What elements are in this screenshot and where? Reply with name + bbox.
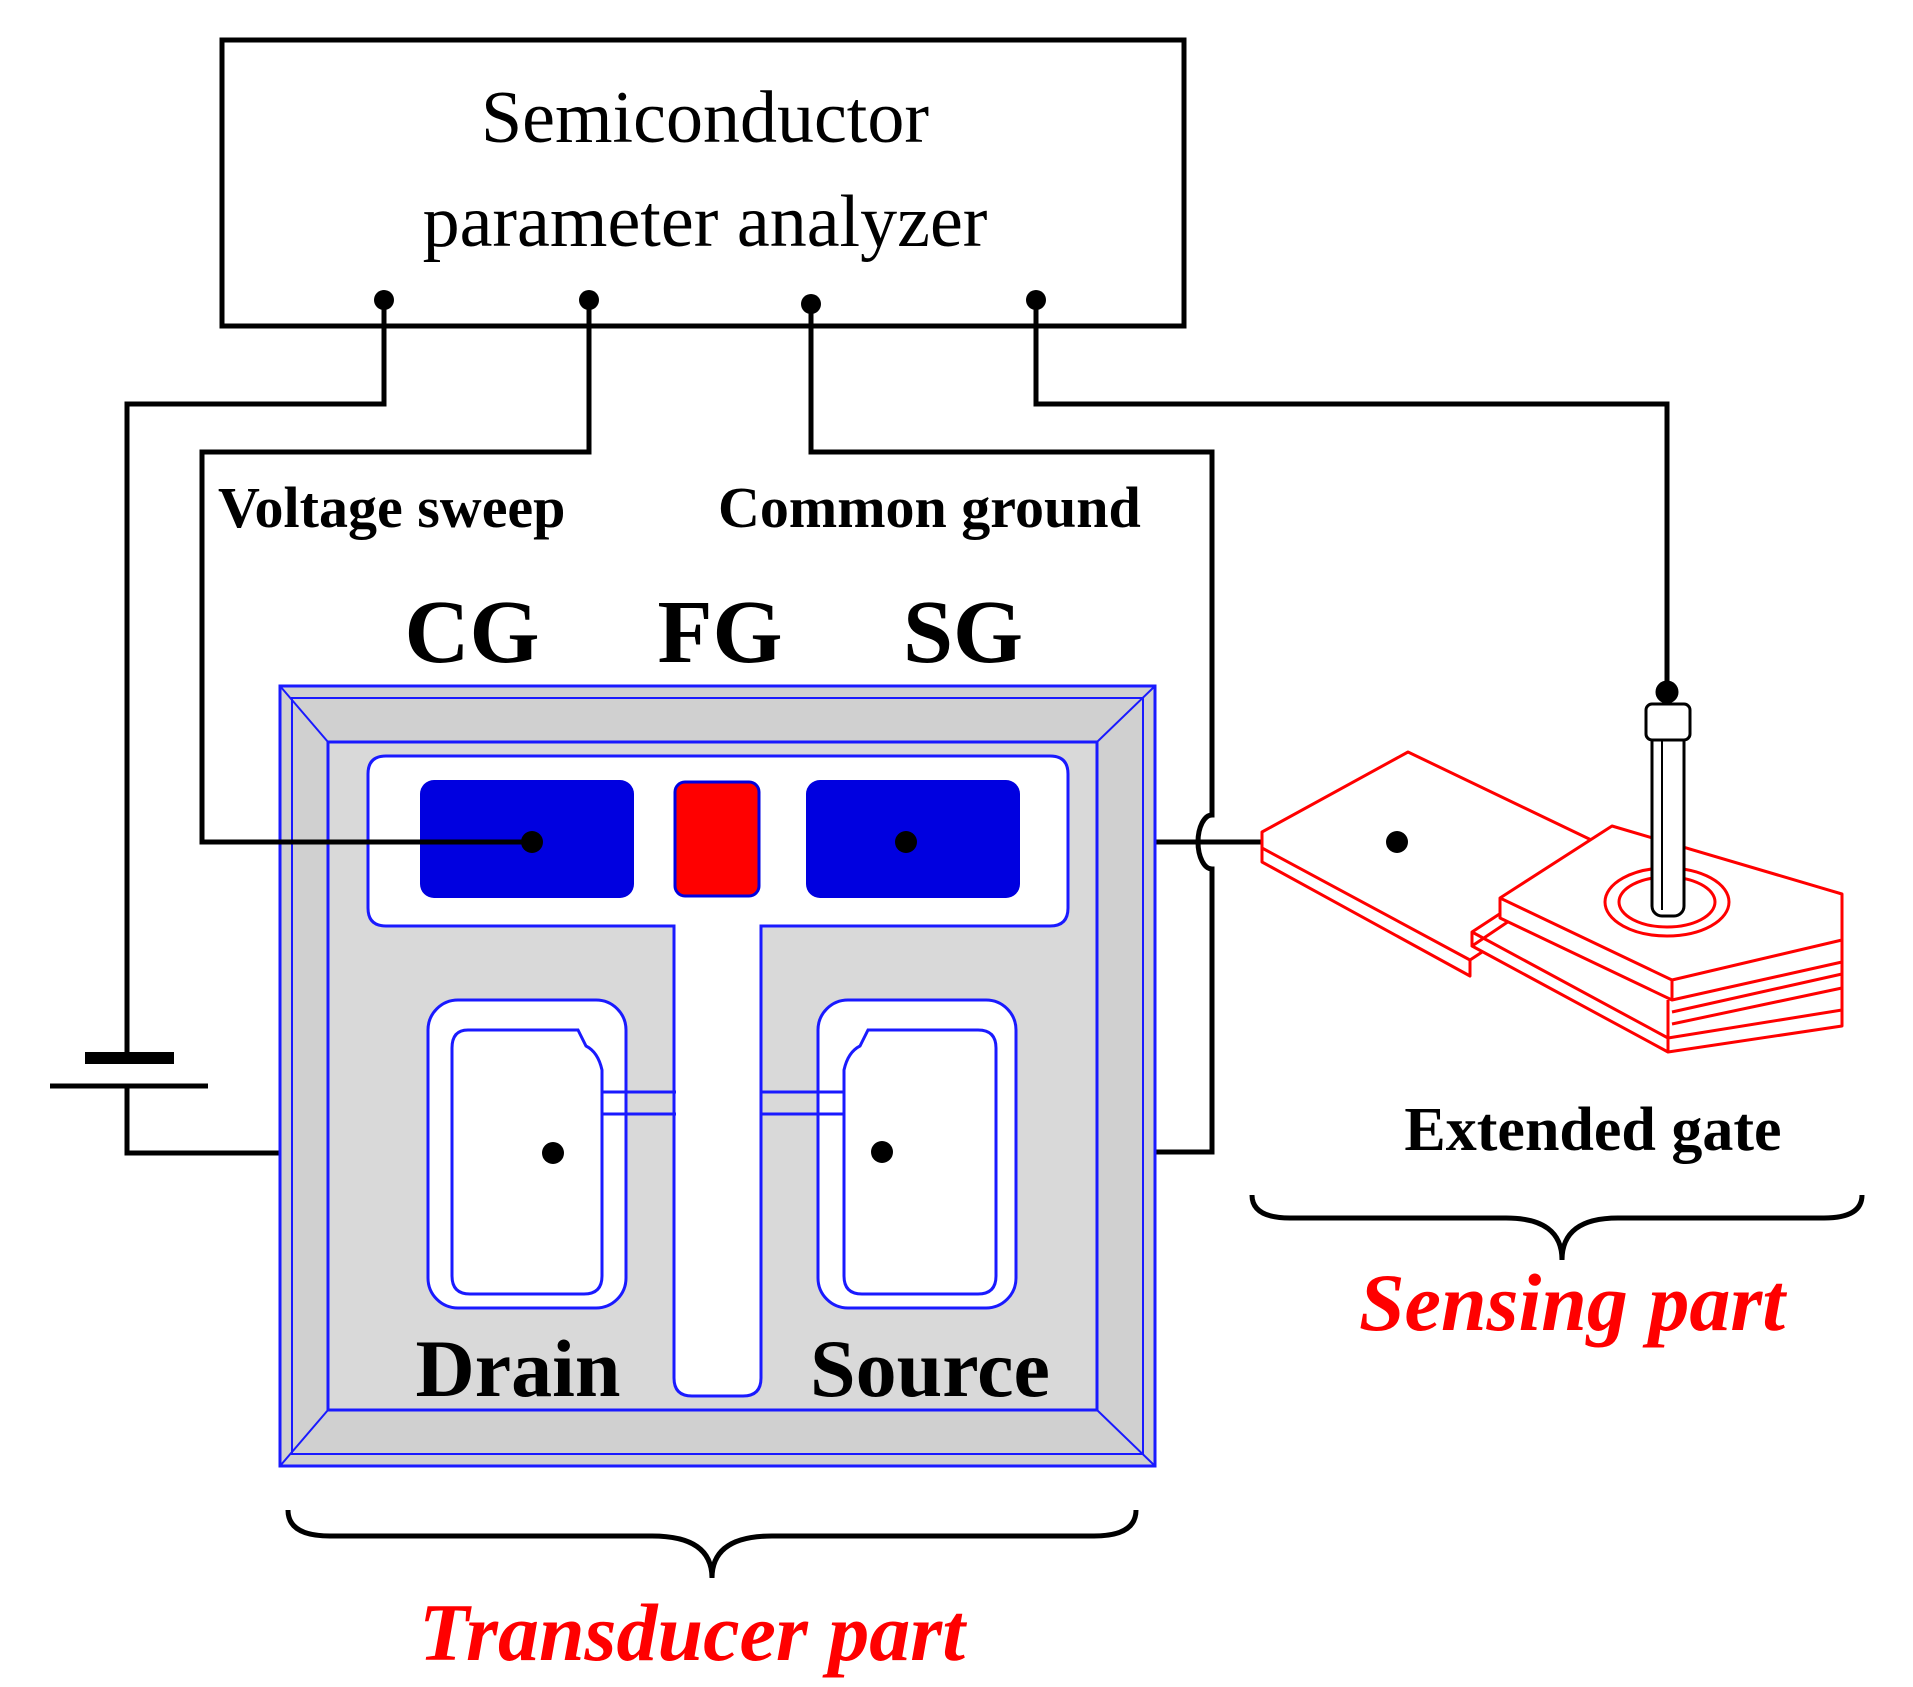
chip-ring [291, 697, 1144, 1455]
gate-region [366, 754, 1070, 1398]
extended-gate-sensor [1260, 750, 1844, 1054]
drain-bias-wire [124, 300, 387, 1058]
drain-label: Drain [416, 1323, 621, 1414]
sg-contact-dot [895, 831, 917, 853]
analyzer-box [219, 37, 1187, 329]
battery-icon [50, 1052, 208, 1089]
extended-gate-label: Extended gate [1404, 1096, 1781, 1164]
transducer-part-label: Transducer part [419, 1587, 967, 1678]
drain-region [426, 998, 676, 1310]
analyzer-title-line1: Semiconductor [481, 77, 929, 159]
transducer-brace [285, 1509, 1139, 1579]
transducer-chip: Drain Source [202, 684, 1157, 1468]
cg-label: CG [405, 583, 540, 682]
fg-pad [673, 780, 761, 898]
parameter-analyzer: Semiconductor parameter analyzer [219, 37, 1187, 329]
reference-electrode-wire [1033, 300, 1670, 690]
source-region [761, 998, 1018, 1310]
common-ground-label: Common ground [718, 475, 1141, 540]
source-label: Source [810, 1323, 1050, 1414]
sg-label: SG [903, 583, 1023, 682]
voltage-sweep-label: Voltage sweep [218, 475, 565, 540]
drain-contact-dot [542, 1142, 564, 1164]
sensing-brace [1249, 1194, 1865, 1261]
reference-electrode-icon [1644, 680, 1692, 918]
sensing-part-label: Sensing part [1359, 1257, 1787, 1348]
analyzer-title-line2: parameter analyzer [423, 181, 988, 263]
fg-label: FG [658, 583, 783, 682]
source-contact-dot [871, 1141, 893, 1163]
extended-gate-contact-dot [1386, 831, 1408, 853]
